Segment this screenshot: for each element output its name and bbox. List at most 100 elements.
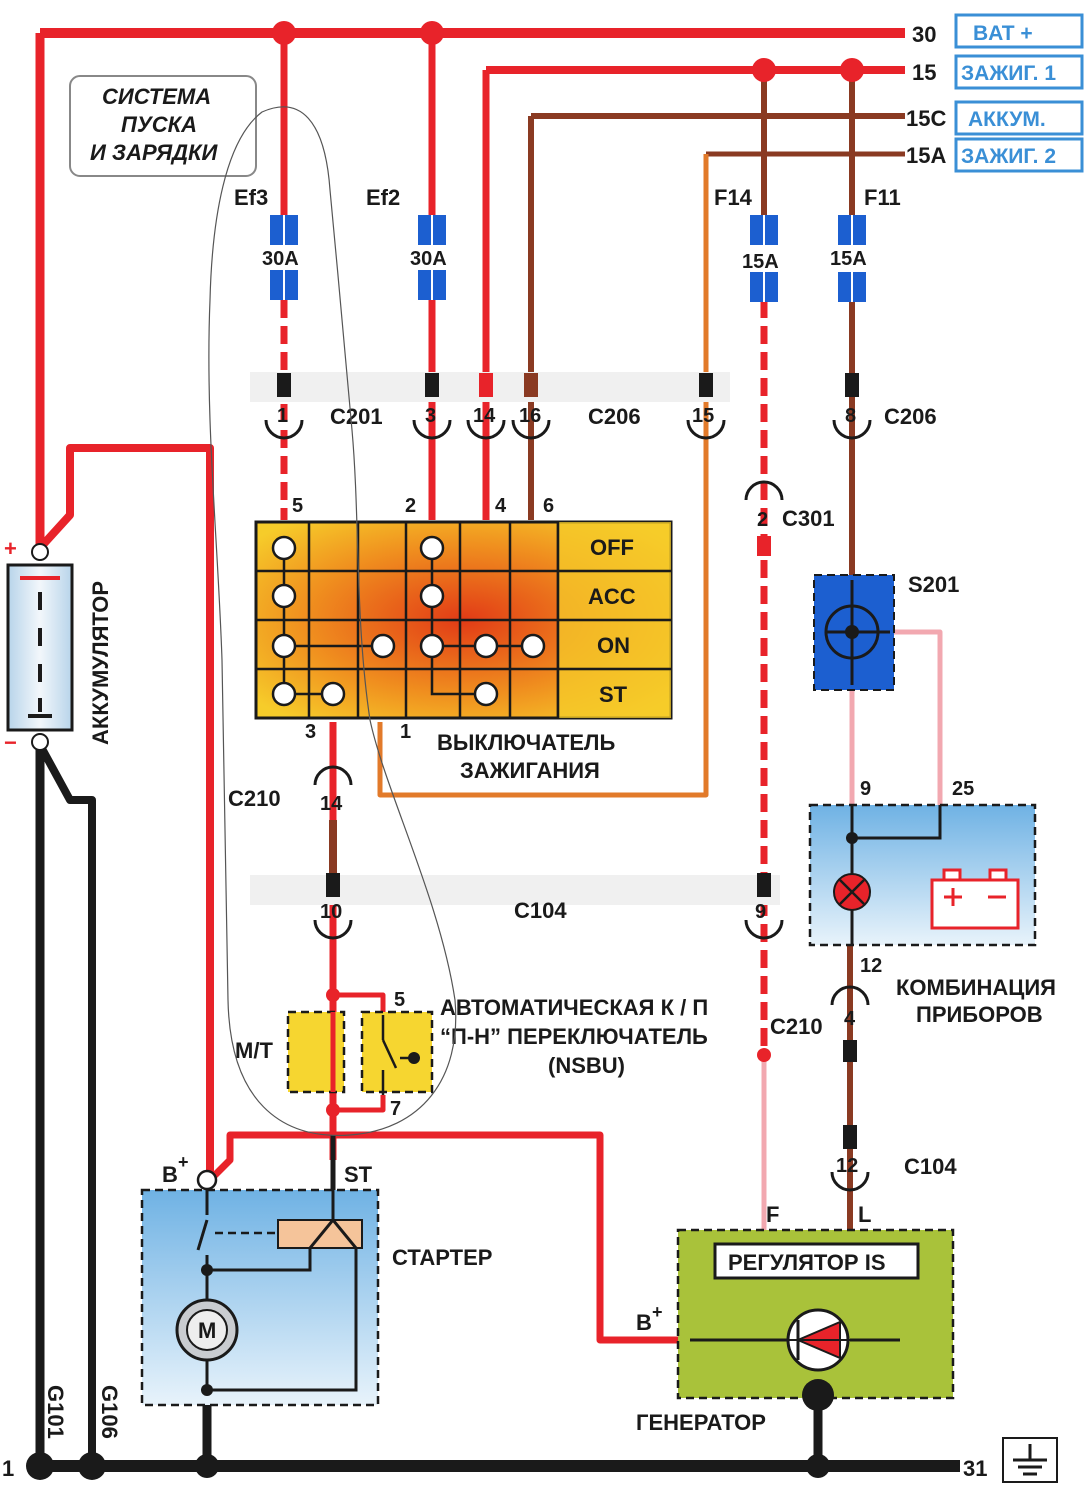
- splice-s201: [813, 574, 895, 691]
- switch-pos-on: ON: [597, 633, 630, 658]
- ground-g101: G101: [43, 1385, 68, 1439]
- bus-15-tag: ЗАЖИГ. 1: [961, 62, 1056, 85]
- generator-bplus-sup: +: [652, 1302, 663, 1322]
- sw-pin-3: 3: [305, 721, 316, 743]
- bus-31-num: 31: [963, 1456, 987, 1481]
- title-line-1: СИСТЕМА: [102, 84, 211, 109]
- sw-pin-6: 6: [543, 495, 554, 517]
- fuse-ef3: Ef3 30A: [234, 185, 299, 300]
- ground-g106: G106: [97, 1385, 122, 1439]
- starter-bplus-sup: +: [178, 1152, 189, 1172]
- starter-bplus-label: B: [162, 1162, 178, 1187]
- fuse-f11-rating: 15A: [830, 248, 867, 270]
- junction-dots: [26, 21, 864, 1480]
- bus-15a-tag-box: [954, 137, 1084, 173]
- pin-ic-9: 9: [860, 778, 871, 800]
- pin-8: 8: [845, 405, 856, 427]
- bus-15a-tag: ЗАЖИГ. 2: [961, 145, 1056, 168]
- battery: + − АККУМУЛЯТОР: [4, 536, 113, 755]
- bus-30-num: 30: [912, 22, 936, 47]
- ground-icon: [1002, 1437, 1058, 1483]
- generator: РЕГУЛЯТОР IS F L B + ГЕНЕРАТОР: [636, 1202, 955, 1435]
- connector-c104-b: C104: [904, 1154, 957, 1179]
- generator-f-label: F: [766, 1202, 779, 1227]
- connector-c201: C201: [330, 404, 383, 429]
- battery-minus-sign: −: [4, 730, 17, 755]
- nsbu-label-1: АВТОМАТИЧЕСКАЯ К / П: [440, 995, 708, 1020]
- motor-icon: M: [175, 1298, 239, 1362]
- sw-pin-2: 2: [405, 495, 416, 517]
- generator-label: ГЕНЕРАТОР: [636, 1410, 766, 1435]
- switch-pos-off: OFF: [590, 535, 634, 560]
- fuse-ef3-rating: 30A: [262, 248, 299, 270]
- bus-15a-num: 15A: [906, 143, 946, 168]
- sw-pin-4: 4: [495, 495, 507, 517]
- fuse-ef2-name: Ef2: [366, 185, 400, 210]
- connector-c206-a: C206: [588, 404, 641, 429]
- connector-c206-b: C206: [884, 404, 937, 429]
- battery-plus-terminal: [31, 543, 49, 561]
- title-line-2: ПУСКА: [121, 112, 197, 137]
- title-box: СИСТЕМА ПУСКА И ЗАРЯДКИ: [69, 75, 257, 177]
- connector-s201: S201: [908, 572, 959, 597]
- battery-charge-icon: [930, 868, 1020, 930]
- starter-label: СТАРТЕР: [392, 1245, 492, 1270]
- cluster-label-1: КОМБИНАЦИЯ: [896, 975, 1056, 1000]
- bus-30-tag: BAT +: [973, 22, 1033, 45]
- regulator-label: РЕГУЛЯТОР IS: [728, 1250, 886, 1275]
- generator-bplus-label: B: [636, 1310, 652, 1335]
- pin-labels: 1 3 14 16 15 8 5 2 4 6 3 1 2 14 10 9 9 2…: [277, 405, 974, 1177]
- pin-1: 1: [277, 405, 288, 427]
- instrument-cluster: КОМБИНАЦИЯ ПРИБОРОВ: [808, 803, 1056, 1027]
- fuse-ef2: Ef2 30A: [366, 185, 447, 300]
- connector-c104-a: C104: [514, 898, 567, 923]
- bus-labels: 30 BAT + 15 ЗАЖИГ. 1 15C АККУМ. 15A ЗАЖИ…: [2, 13, 1084, 1481]
- pin-ic-25: 25: [952, 778, 974, 800]
- motor-label: M: [198, 1318, 216, 1343]
- bus-15c-tag-box: [954, 100, 1084, 136]
- connector-labels: C201 C206 C206 C301 C210 C210 C104 C104 …: [43, 404, 959, 1439]
- pin-c104-10: 10: [320, 901, 342, 923]
- nsbu-label-3: (NSBU): [548, 1053, 625, 1078]
- cluster-label-2: ПРИБОРОВ: [916, 1002, 1043, 1027]
- switch-label-1: ВЫКЛЮЧАТЕЛЬ: [437, 730, 615, 755]
- battery-minus-terminal: [31, 733, 49, 751]
- fuse-f11-name: F11: [864, 185, 901, 210]
- bus-30-tag-box: [954, 13, 1084, 49]
- fuse-f11: F11 15A: [830, 185, 901, 302]
- nsbu-label-2: “П-Н” ПЕРЕКЛЮЧАТЕЛЬ: [440, 1024, 708, 1049]
- pin-c210-14: 14: [320, 793, 343, 815]
- fuse-f14: F14 15A: [714, 185, 779, 302]
- connector-arcs: [264, 419, 872, 1192]
- starter: M B + ST СТАРТЕР: [140, 1152, 492, 1407]
- switch-pos-acc: ACC: [588, 584, 636, 609]
- bus-1-num: 1: [2, 1456, 14, 1481]
- fuse-f14-rating: 15A: [742, 251, 779, 273]
- pin-c104-9: 9: [755, 901, 766, 923]
- pin-14: 14: [473, 405, 496, 427]
- battery-label: АККУМУЛЯТОР: [88, 581, 113, 745]
- bus-15c-num: 15C: [906, 106, 946, 131]
- fuse-ef2-rating: 30A: [410, 248, 447, 270]
- bus-15-num: 15: [912, 60, 936, 85]
- pin-ns-5: 5: [394, 989, 405, 1011]
- switch-label-2: ЗАЖИГАНИЯ: [460, 758, 600, 783]
- bus-15c-tag: АККУМ.: [968, 108, 1046, 131]
- pin-15: 15: [692, 405, 714, 427]
- generator-l-label: L: [858, 1202, 871, 1227]
- hand-drawn-outline: [208, 106, 457, 1137]
- sw-pin-5: 5: [292, 495, 303, 517]
- switch-pos-st: ST: [599, 682, 628, 707]
- pin-c210-4: 4: [844, 1008, 856, 1030]
- starter-st-label: ST: [344, 1162, 373, 1187]
- pin-c301-2: 2: [757, 509, 768, 531]
- bus-15-tag-box: [954, 54, 1084, 90]
- title-line-3: И ЗАРЯДКИ: [90, 140, 219, 165]
- pin-16: 16: [519, 405, 541, 427]
- nsbu-switch: M/T АВТОМАТИЧЕСКАЯ К / П “П-Н” ПЕРЕКЛЮЧА…: [235, 995, 708, 1095]
- diode-icon: [786, 1308, 850, 1372]
- pin-ns-7: 7: [390, 1098, 401, 1120]
- fuse-ef3-name: Ef3: [234, 185, 268, 210]
- sw-pin-1: 1: [400, 721, 411, 743]
